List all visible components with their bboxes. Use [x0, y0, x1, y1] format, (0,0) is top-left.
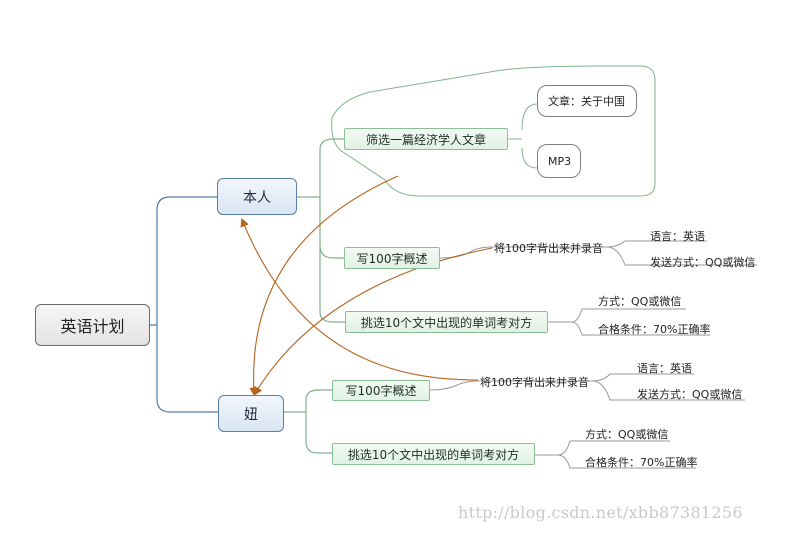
relation-arrow-article-to-partner	[249, 175, 399, 397]
leaf-language[interactable]: 语言：英语	[650, 230, 705, 243]
connector-root-to-partner	[156, 325, 218, 413]
leaf-pass-condition[interactable]: 合格条件：70%正确率	[585, 456, 698, 469]
connector-recite-leaves-2	[591, 373, 745, 401]
leaf-send-method[interactable]: 发送方式：QQ或微信	[637, 388, 743, 401]
connector-recite-leaves-1	[606, 240, 757, 266]
leaf-recite-recording[interactable]: 将100字背出来并录音	[480, 376, 589, 389]
connector-leaves-article	[508, 103, 578, 169]
leaf-label: MP3	[548, 154, 572, 168]
subtopic-vocab-quiz[interactable]: 挑选10个文中出现的单词考对方	[332, 443, 535, 465]
leaf-method[interactable]: 方式：QQ或微信	[598, 295, 682, 308]
leaf-mp3[interactable]: MP3	[537, 144, 581, 178]
subtopic-write-summary[interactable]: 写100字概述	[332, 380, 430, 401]
leaf-send-method[interactable]: 发送方式：QQ或微信	[650, 256, 756, 269]
leaf-article-topic[interactable]: 文章：关于中国	[537, 85, 637, 117]
relation-arrow-recite-to-self	[240, 217, 479, 381]
leaf-language[interactable]: 语言：英语	[637, 362, 692, 375]
connector-root-to-self	[150, 196, 217, 326]
connector-summary-to-recite-2	[429, 380, 592, 391]
subtopic-select-article[interactable]: 筛选一篇经济学人文章	[344, 128, 508, 150]
connector-self-to-subs	[297, 138, 345, 323]
subtopic-write-summary[interactable]: 写100字概述	[344, 247, 440, 269]
connector-partner-to-subs	[284, 389, 332, 454]
leaf-pass-condition[interactable]: 合格条件：70%正确率	[598, 323, 711, 336]
relation-arrow-recite-to-partner	[253, 247, 493, 396]
watermark-url: http://blog.csdn.net/xbb87381256	[458, 503, 743, 522]
leaf-label: 文章：关于中国	[548, 95, 625, 108]
branch-partner[interactable]: 妞	[218, 395, 284, 432]
branch-self[interactable]: 本人	[217, 178, 297, 215]
connector-vocab-leaves-1	[548, 308, 710, 336]
leaf-method[interactable]: 方式：QQ或微信	[585, 428, 669, 441]
subtopic-vocab-quiz[interactable]: 挑选10个文中出现的单词考对方	[345, 311, 548, 333]
leaf-recite-recording[interactable]: 将100字背出来并录音	[494, 242, 603, 255]
boundary-outline	[331, 65, 656, 197]
root-topic[interactable]: 英语计划	[35, 304, 150, 346]
connector-vocab-leaves-2	[535, 440, 696, 469]
